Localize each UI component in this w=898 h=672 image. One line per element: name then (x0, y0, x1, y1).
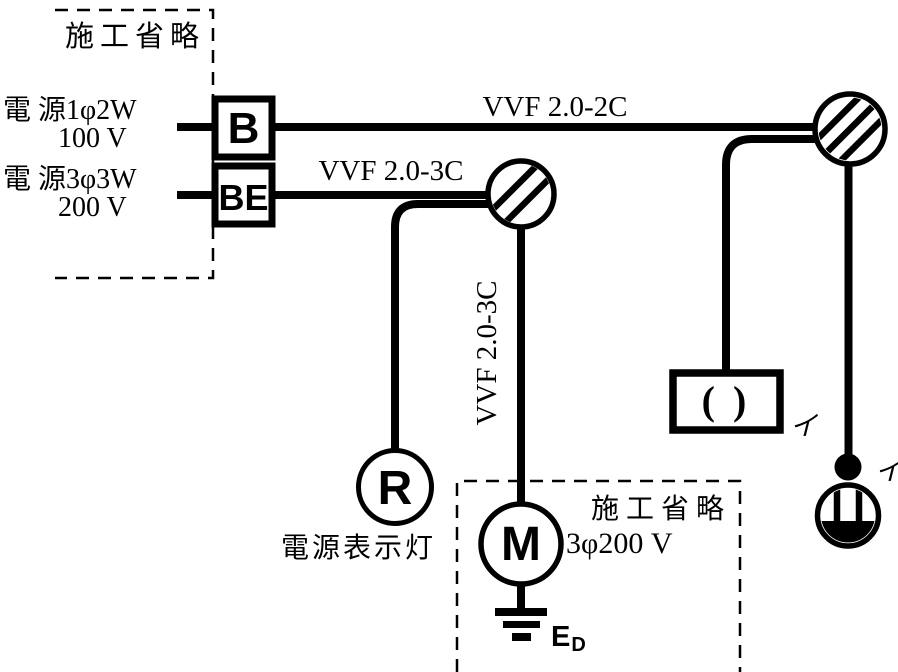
breaker-be-letter: BE (218, 177, 268, 218)
indicator-lamp-r: R (356, 448, 434, 526)
omitted-note-bottom-label: 施工省略 (591, 493, 731, 525)
breaker-b: B (211, 95, 276, 161)
cable-vertical-label: VVF 2.0-3C (471, 280, 503, 425)
breaker-be-box-icon (211, 162, 276, 228)
source1-line1-label: 電 源1φ2W (3, 95, 137, 126)
junction-box-1-icon (485, 158, 557, 230)
wire-branch-to-indicator-lamp (391, 200, 492, 450)
ceiling-fixture-symbol: ( ) (702, 378, 751, 423)
breaker-b-letter: B (228, 104, 260, 153)
breaker-b-box-icon (211, 95, 276, 161)
ground-ed-icon (495, 584, 547, 641)
wires (177, 123, 853, 504)
cable-top-label: VVF 2.0-2C (482, 91, 627, 123)
source2-line1-label: 電 源3φ3W (3, 164, 137, 195)
wire-branch-to-ceiling-fixture (722, 135, 817, 373)
omitted-note-top-label: 施工省略 (65, 20, 205, 53)
ground-ed-sub: D (571, 634, 585, 656)
ground-bar-3 (512, 633, 531, 641)
indicator-lamp-caption: 電源表示灯 (281, 532, 436, 564)
cable-middle-label: VVF 2.0-3C (318, 155, 463, 187)
ground-bar-1 (495, 608, 547, 616)
junction-box-1-circle (485, 158, 557, 230)
motor-m: M (478, 501, 564, 587)
junction-box-2-icon (812, 91, 888, 167)
omitted-section-box-motor (455, 479, 742, 672)
source2-voltage-label: 200 V (58, 192, 127, 223)
pendant-lamp-stripes (821, 488, 875, 543)
pendant-lamp-circuit-label: イ (875, 456, 898, 486)
pendant-lamp-cap (834, 453, 862, 481)
motor-spec-label: 3φ200 V (566, 527, 673, 560)
ground-ed-label: ED (551, 621, 586, 656)
ceiling-fixture-box-icon (669, 369, 784, 434)
indicator-lamp-letter: R (378, 462, 413, 515)
ceiling-fixture: ( ) (669, 369, 784, 434)
motor-letter: M (501, 518, 541, 571)
indicator-lamp-circle-icon (356, 448, 434, 526)
breaker-be: BE (211, 162, 276, 228)
source1-voltage-label: 100 V (58, 123, 127, 154)
junction-box-2-hatching (818, 97, 882, 161)
pendant-lamp-icon (814, 453, 882, 549)
ground-bar-2 (503, 621, 540, 628)
ground-ed-main: E (551, 621, 570, 653)
junction-box-1-hatching (491, 164, 551, 224)
ceiling-fixture-circuit-label: イ (790, 411, 819, 441)
